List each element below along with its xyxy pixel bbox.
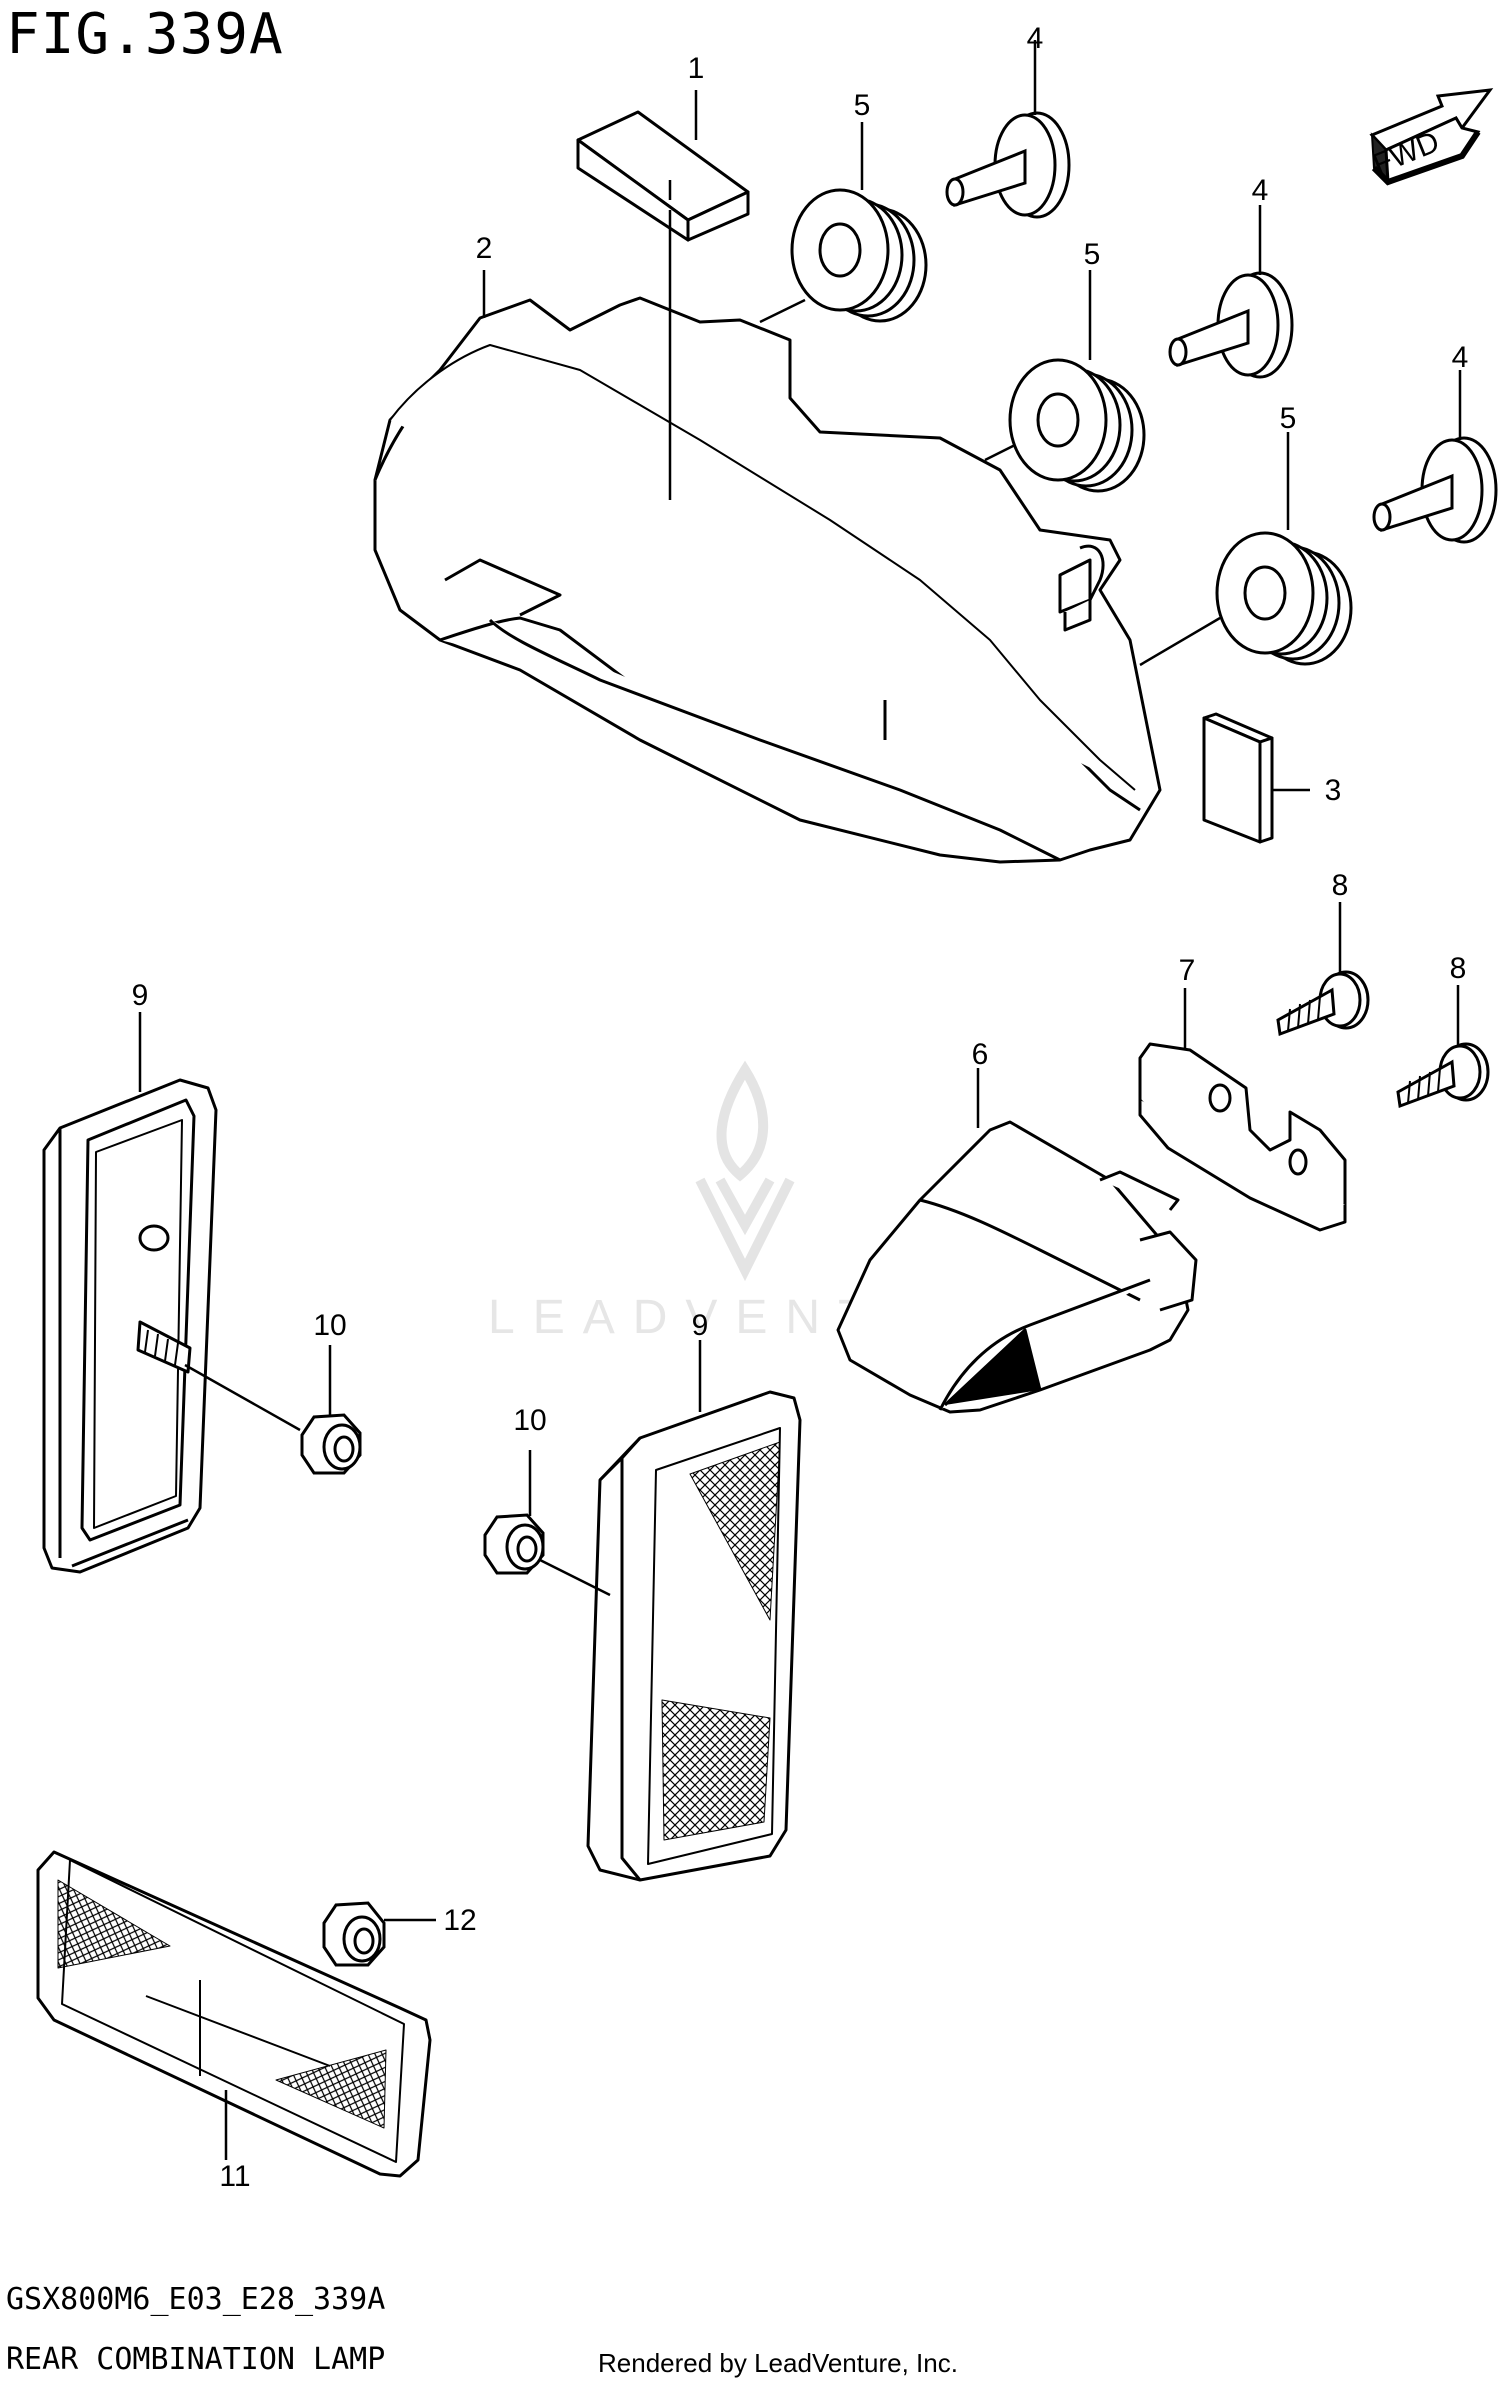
callout-10b: 10 (513, 1404, 546, 1437)
callout-labels: 1 2 3 4 4 4 5 5 5 6 7 8 8 9 9 10 10 11 1… (132, 22, 1469, 2193)
callout-8a: 8 (1332, 869, 1349, 902)
callout-7: 7 (1179, 954, 1196, 987)
figure-title: FIG.339A (6, 2, 284, 67)
callout-4a: 4 (1027, 22, 1044, 55)
callout-4b: 4 (1252, 174, 1269, 207)
part-3-pad (1202, 712, 1274, 844)
callout-5a: 5 (854, 89, 871, 122)
model-code: GSX800M6_E03_E28_339A (6, 2282, 386, 2317)
callout-1: 1 (688, 52, 705, 85)
part-9-reflector-left (42, 1078, 218, 1574)
assembly-name: REAR COMBINATION LAMP (6, 2342, 386, 2377)
callout-11: 11 (219, 2160, 250, 2193)
part-9-reflector-right (586, 1390, 802, 1882)
leader-lines (138, 40, 1462, 2160)
part-11-reflector (36, 1850, 432, 2178)
callout-8b: 8 (1450, 952, 1467, 985)
callout-5c: 5 (1280, 402, 1297, 435)
part-2-lamp-housing (373, 296, 1162, 864)
part-4-collars (945, 111, 1498, 544)
watermark-logo (695, 1060, 795, 1282)
callout-2: 2 (476, 232, 493, 265)
callout-9b: 9 (692, 1309, 709, 1342)
part-7-bracket (1138, 1042, 1347, 1232)
callout-6: 6 (972, 1038, 989, 1071)
callout-4c: 4 (1452, 341, 1469, 374)
callout-10a: 10 (313, 1309, 346, 1342)
callout-9a: 9 (132, 979, 149, 1012)
part-10-nuts (300, 1413, 545, 1575)
callout-12: 12 (443, 1904, 476, 1937)
part-1-pad (576, 110, 750, 242)
render-credit: Rendered by LeadVenture, Inc. (598, 2348, 958, 2378)
callout-5b: 5 (1084, 238, 1101, 271)
part-8-screws (1276, 970, 1490, 1109)
callout-3: 3 (1325, 774, 1342, 807)
part-5-grommets (790, 188, 1353, 666)
part-6-license-lamp (836, 1120, 1198, 1414)
part-12-nut (322, 1901, 386, 1967)
fwd-arrow-icon (1369, 88, 1494, 186)
